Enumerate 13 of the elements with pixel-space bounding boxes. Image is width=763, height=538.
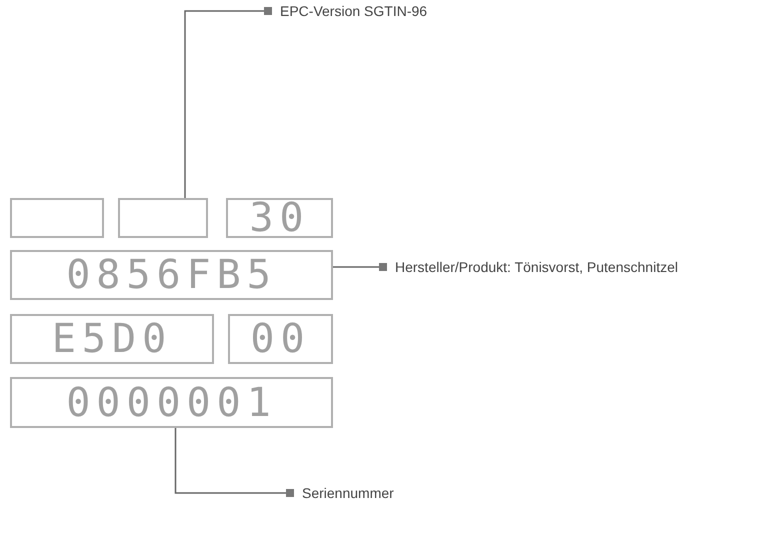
display-box — [118, 198, 208, 238]
display-box: E5D0 — [10, 314, 214, 364]
display-box: 30 — [226, 198, 333, 238]
callout-label: Seriennummer — [302, 483, 502, 503]
leader-line — [184, 7, 272, 198]
leader-line — [174, 428, 294, 497]
display-box: 0000001 — [10, 377, 333, 428]
display-box: 00 — [228, 314, 333, 364]
display-box — [10, 198, 104, 238]
callout-label: EPC-Version SGTIN-96 — [280, 1, 580, 21]
display-box: 0856FB5 — [10, 250, 333, 300]
callout-label: Hersteller/Produkt: Tönisvorst, Putenschnitzel — [395, 257, 735, 277]
leader-line — [333, 263, 387, 271]
